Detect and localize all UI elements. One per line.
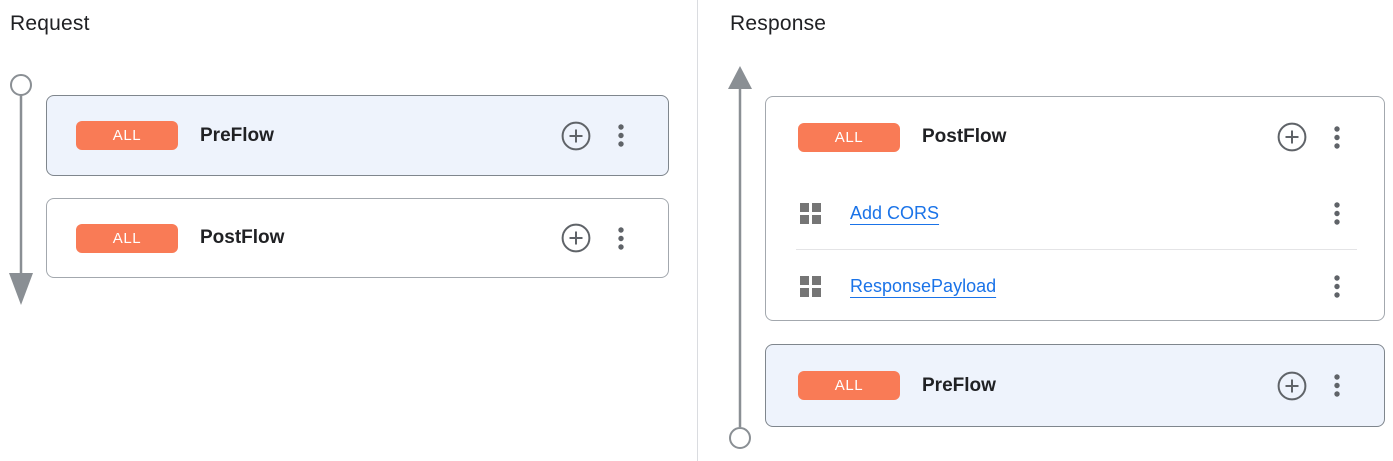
policy-link-add-cors[interactable]: Add CORS [850, 202, 940, 223]
flow-title: PreFlow [200, 124, 274, 146]
more-options-button[interactable] [1334, 125, 1340, 149]
condition-badge: ALL [76, 121, 178, 150]
kebab-menu-icon [618, 226, 624, 250]
kebab-menu-icon [1334, 201, 1340, 225]
more-options-button[interactable] [1334, 201, 1340, 225]
rail-arrow-up-icon [728, 66, 752, 89]
request-panel-title: Request [10, 12, 90, 35]
response-panel-title: Response [730, 12, 827, 35]
add-circle-icon [1277, 122, 1307, 152]
policy-link-responsepayload[interactable]: ResponsePayload [850, 275, 997, 296]
panel-divider [697, 0, 698, 461]
policy-grid-icon [798, 201, 822, 225]
kebab-menu-icon [1334, 374, 1340, 397]
kebab-menu-icon [618, 124, 624, 147]
request-flow-rail [9, 74, 33, 305]
add-policy-button[interactable] [561, 121, 591, 151]
policy-step-row: ResponsePayload [766, 250, 1384, 322]
add-circle-icon [561, 223, 591, 253]
more-options-button[interactable] [1334, 274, 1340, 298]
more-options-button[interactable] [1334, 374, 1340, 397]
kebab-menu-icon [1334, 274, 1340, 298]
add-policy-button[interactable] [1277, 122, 1307, 152]
more-options-button[interactable] [618, 226, 624, 250]
policy-grid-icon [798, 274, 822, 298]
add-circle-icon [1277, 371, 1307, 400]
response-preflow-card[interactable]: ALL PreFlow [765, 344, 1385, 427]
add-policy-button[interactable] [1277, 371, 1307, 401]
flow-title: PostFlow [922, 126, 1007, 147]
kebab-menu-icon [1334, 125, 1340, 149]
add-policy-button[interactable] [561, 223, 591, 253]
response-postflow-card[interactable]: ALL PostFlow [765, 96, 1385, 321]
add-circle-icon [561, 121, 591, 150]
more-options-button[interactable] [618, 124, 624, 147]
flow-title: PostFlow [200, 227, 285, 248]
policy-step-row: Add CORS [766, 177, 1384, 249]
step-divider [796, 249, 1357, 250]
condition-badge: ALL [76, 223, 178, 253]
request-postflow-card[interactable]: ALL PostFlow [46, 198, 669, 278]
rail-start-circle [10, 74, 32, 96]
rail-end-circle [729, 427, 751, 449]
request-preflow-card[interactable]: ALL PreFlow [46, 95, 669, 176]
condition-badge: ALL [798, 371, 900, 400]
rail-arrow-down-icon [9, 273, 33, 305]
flow-title: PreFlow [922, 374, 996, 396]
condition-badge: ALL [798, 122, 900, 152]
response-flow-rail [728, 66, 752, 449]
